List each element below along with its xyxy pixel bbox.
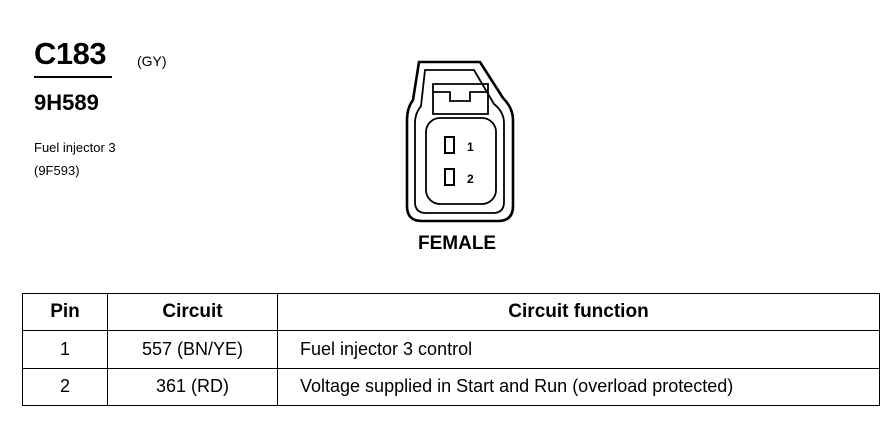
connector-gender-label: FEMALE [418, 233, 497, 254]
component-name: Fuel injector 3 [34, 140, 116, 155]
connector-housing-outer [405, 60, 515, 223]
table-row: 1 557 (BN/YE) Fuel injector 3 control [22, 330, 880, 369]
locking-tab-latch [433, 91, 488, 102]
table-row: 2 361 (RD) Voltage supplied in Start and… [22, 367, 880, 406]
header-circuit: Circuit [107, 293, 278, 331]
connector-color-code: (GY) [137, 53, 167, 69]
connector-housing-inner [414, 69, 505, 214]
pin-number: 1 [22, 330, 108, 369]
part-number: 9H589 [34, 90, 99, 115]
connector-id-underline [34, 76, 112, 78]
circuit-function: Voltage supplied in Start and Run (overl… [277, 367, 880, 406]
pin-2-slot [444, 168, 455, 186]
circuit-function: Fuel injector 3 control [277, 330, 880, 369]
pin-number: 2 [22, 367, 108, 406]
circuit-code: 557 (BN/YE) [107, 330, 278, 369]
pin-cavity-body [425, 117, 497, 205]
pin-1-label: 1 [467, 140, 474, 154]
header-pin: Pin [22, 293, 108, 331]
header-circuit-function: Circuit function [277, 293, 880, 331]
pin-table: Pin Circuit Circuit function 1 557 (BN/Y… [22, 293, 880, 406]
pin-1-slot [444, 136, 455, 154]
connector-face-diagram: 1 2 [405, 60, 515, 223]
locking-tab [432, 83, 489, 115]
connector-id: C183 [34, 36, 107, 71]
circuit-code: 361 (RD) [107, 367, 278, 406]
table-header-row: Pin Circuit Circuit function [22, 293, 880, 331]
component-code: (9F593) [34, 163, 80, 178]
pin-2-label: 2 [467, 172, 474, 186]
